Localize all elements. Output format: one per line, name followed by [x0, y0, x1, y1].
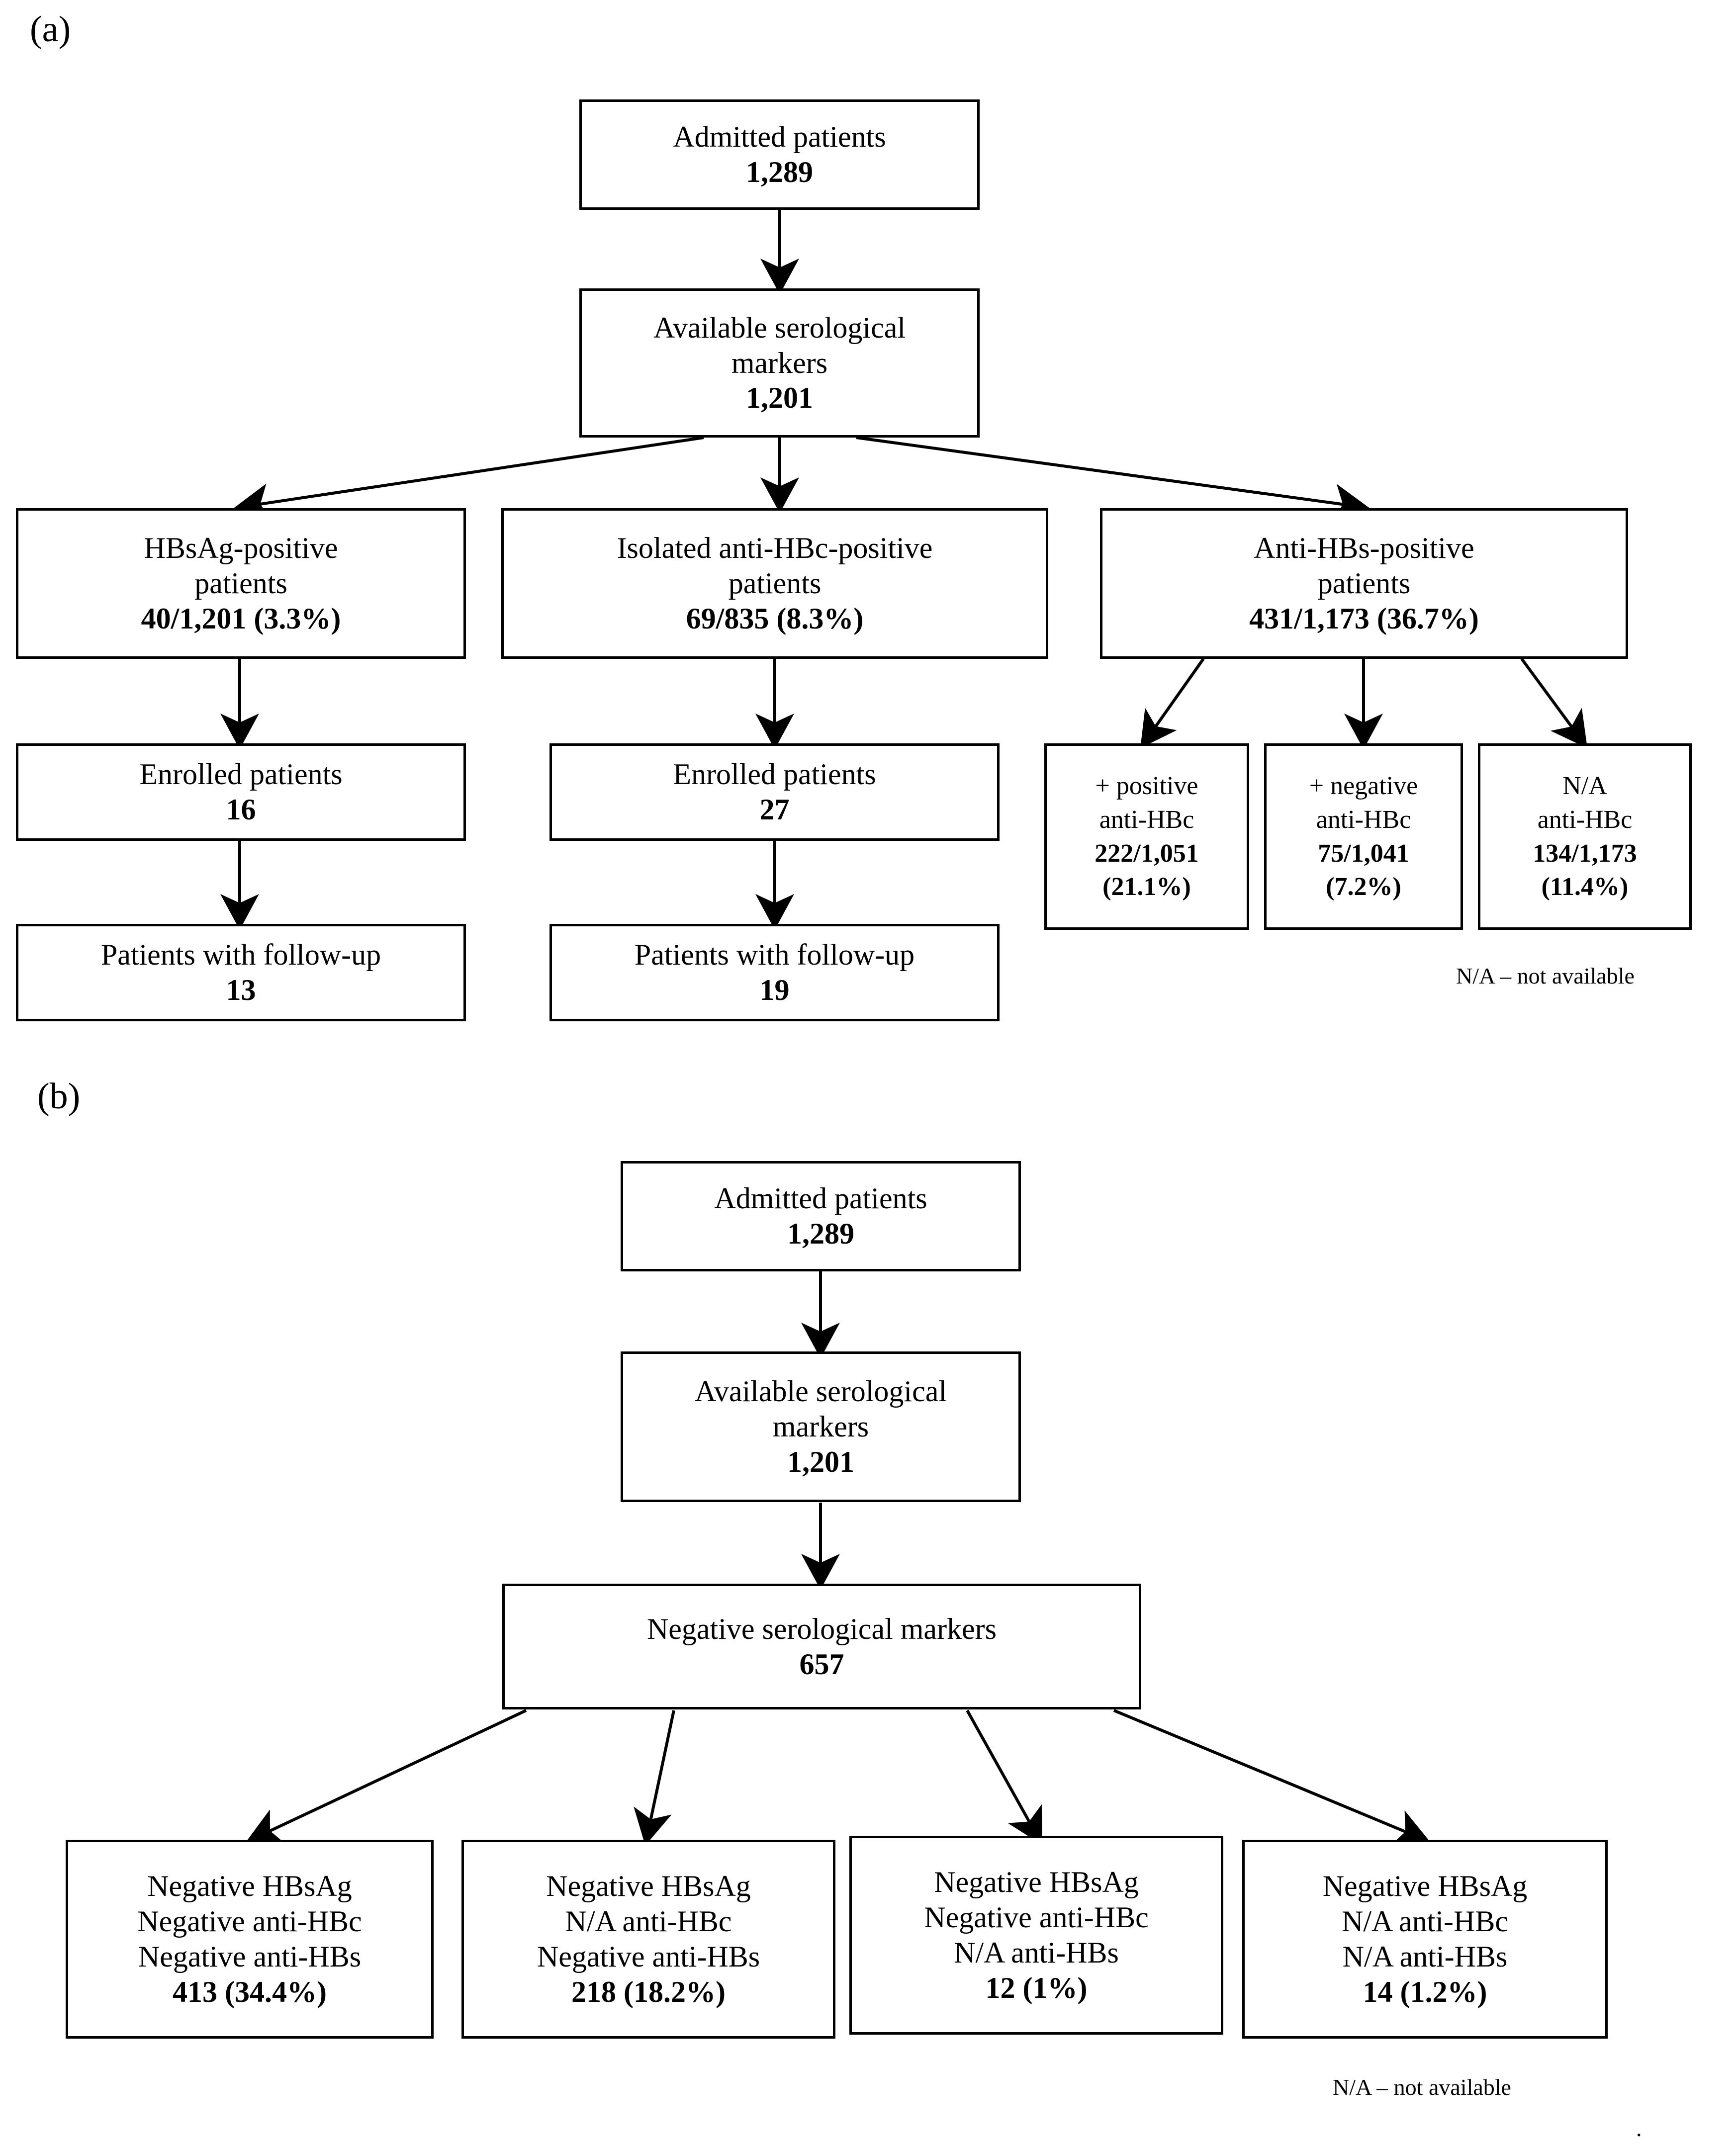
sub-line2: anti-HBc: [1099, 805, 1194, 834]
box-enrolled-patients-hbsag: Enrolled patients 16: [16, 743, 466, 841]
box-leaf-neg-na-neg: Negative HBsAg N/A anti-HBc Negative ant…: [461, 1840, 835, 2039]
box-value: 19: [759, 974, 790, 1006]
leaf-value: 413 (34.4%): [173, 1975, 327, 2008]
leaf-line3: N/A anti-HBs: [1342, 1940, 1508, 1973]
box-available-markers-a: Available serological markers 1,201: [579, 288, 980, 438]
leaf-value: 218 (18.2%): [571, 1975, 726, 2008]
box-title-line1: Isolated anti-HBc-positive: [617, 532, 933, 565]
sub-line2: anti-HBc: [1316, 805, 1411, 834]
box-value: 40/1,201 (3.3%): [141, 602, 341, 635]
box-value: 13: [226, 974, 256, 1006]
box-value: 657: [799, 1647, 844, 1681]
leaf-line3: Negative anti-HBs: [537, 1940, 760, 1973]
na-legend-note-b: N/A – not available: [1333, 2074, 1511, 2100]
sub-value: 134/1,173: [1533, 839, 1637, 868]
leaf-value: 12 (1%): [985, 1971, 1088, 2004]
box-title-line2: markers: [731, 346, 828, 379]
box-enrolled-patients-isolated: Enrolled patients 27: [549, 743, 1000, 841]
box-title-line1: Available serological: [653, 311, 906, 344]
box-anti-hbc-positive-sub: + positive anti-HBc 222/1,051 (21.1%): [1044, 743, 1249, 930]
sub-line1: + negative: [1309, 772, 1418, 801]
sub-percent: (21.1%): [1102, 873, 1191, 901]
leaf-line1: Negative HBsAg: [546, 1870, 751, 1903]
box-title: Patients with follow-up: [100, 938, 381, 972]
box-title: Admitted patients: [714, 1182, 927, 1215]
trailing-period: .: [1636, 2116, 1642, 2141]
box-anti-hbc-negative-sub: + negative anti-HBc 75/1,041 (7.2%): [1264, 743, 1463, 930]
box-title-line1: HBsAg-positive: [144, 532, 338, 565]
sub-line2: anti-HBc: [1537, 805, 1633, 834]
panel-a-label: (a): [30, 9, 71, 50]
box-hbsag-positive: HBsAg-positive patients 40/1,201 (3.3%): [16, 508, 466, 659]
box-available-markers-b: Available serological markers 1,201: [621, 1351, 1021, 1502]
box-value: 1,289: [787, 1217, 854, 1250]
box-title-line2: patients: [194, 567, 287, 600]
box-title-line2: markers: [772, 1410, 869, 1443]
sub-percent: (11.4%): [1541, 873, 1629, 901]
box-value: 1,201: [746, 381, 813, 415]
box-followup-patients-isolated: Patients with follow-up 19: [549, 924, 1000, 1021]
sub-value: 75/1,041: [1318, 839, 1409, 868]
leaf-value: 14 (1.2%): [1363, 1975, 1487, 2008]
box-title: Enrolled patients: [139, 758, 343, 791]
box-title-line2: patients: [728, 567, 822, 600]
box-value: 431/1,173 (36.7%): [1249, 602, 1479, 635]
box-title: Enrolled patients: [673, 758, 876, 791]
box-isolated-anti-hbc-positive: Isolated anti-HBc-positive patients 69/8…: [501, 508, 1048, 659]
sub-value: 222/1,051: [1095, 839, 1199, 868]
box-value: 69/835 (8.3%): [686, 602, 864, 635]
box-title-line1: Anti-HBs-positive: [1254, 532, 1474, 565]
box-leaf-neg-neg-na: Negative HBsAg Negative anti-HBc N/A ant…: [849, 1836, 1223, 2035]
box-anti-hbs-positive: Anti-HBs-positive patients 431/1,173 (36…: [1100, 508, 1628, 659]
panel-b-label: (b): [37, 1076, 81, 1117]
box-value: 16: [226, 793, 256, 826]
box-value: 1,289: [746, 156, 813, 188]
box-value: 1,201: [787, 1445, 854, 1478]
box-negative-serological-markers: Negative serological markers 657: [502, 1584, 1141, 1709]
box-title-line1: Available serological: [694, 1375, 947, 1408]
box-leaf-neg-neg-neg: Negative HBsAg Negative anti-HBc Negativ…: [66, 1840, 434, 2039]
box-followup-patients-hbsag: Patients with follow-up 13: [16, 924, 466, 1021]
leaf-line2: N/A anti-HBc: [565, 1905, 732, 1938]
leaf-line1: Negative HBsAg: [147, 1870, 352, 1903]
leaf-line2: Negative anti-HBc: [137, 1905, 362, 1938]
sub-line1: N/A: [1562, 772, 1607, 801]
sub-percent: (7.2%): [1326, 873, 1401, 901]
leaf-line2: N/A anti-HBc: [1342, 1905, 1508, 1938]
box-title: Negative serological markers: [646, 1612, 997, 1645]
leaf-line1: Negative HBsAg: [1322, 1870, 1528, 1903]
na-legend-note-a: N/A – not available: [1456, 963, 1635, 988]
box-admitted-patients-b: Admitted patients 1,289: [621, 1161, 1021, 1271]
leaf-line3: N/A anti-HBs: [954, 1936, 1119, 1969]
box-anti-hbc-na-sub: N/A anti-HBc 134/1,173 (11.4%): [1478, 743, 1692, 930]
leaf-line3: Negative anti-HBs: [138, 1940, 362, 1973]
box-title: Admitted patients: [673, 120, 886, 154]
box-title-line2: patients: [1317, 567, 1411, 600]
box-title: Patients with follow-up: [634, 938, 915, 972]
leaf-line2: Negative anti-HBc: [924, 1901, 1149, 1934]
sub-line1: + positive: [1095, 772, 1198, 801]
box-leaf-neg-na-na: Negative HBsAg N/A anti-HBc N/A anti-HBs…: [1242, 1840, 1608, 2039]
box-value: 27: [759, 793, 790, 826]
leaf-line1: Negative HBsAg: [934, 1866, 1139, 1899]
box-admitted-patients-a: Admitted patients 1,289: [579, 99, 980, 210]
